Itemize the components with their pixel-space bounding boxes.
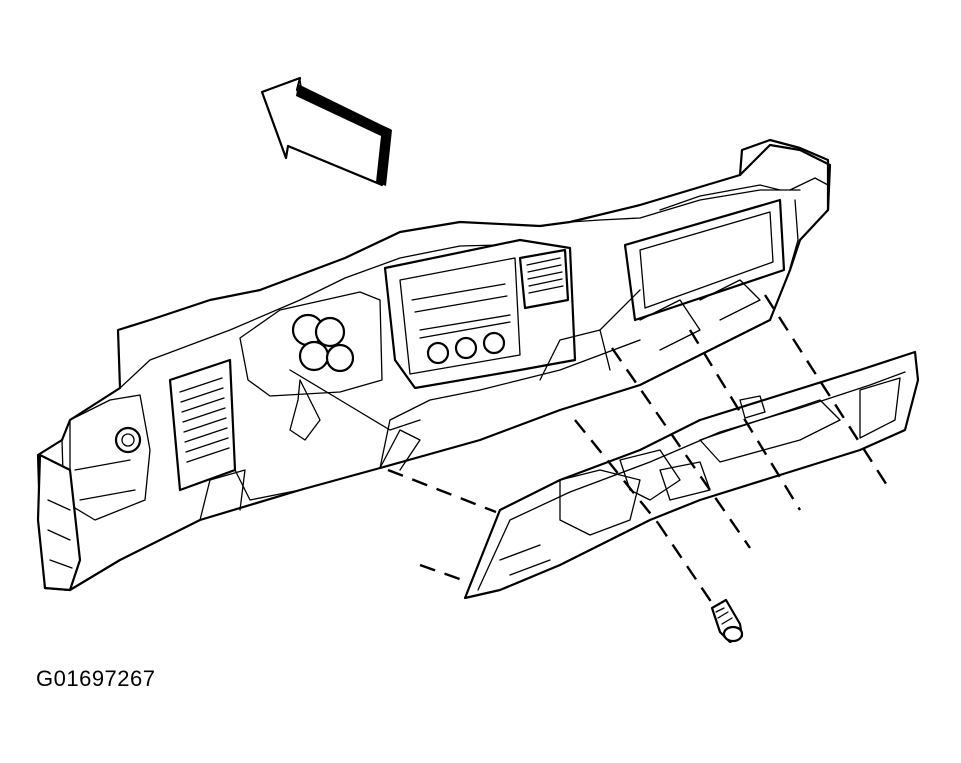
instrument-cluster [239, 291, 383, 397]
instrument-panel-carrier [36, 138, 832, 592]
knee-bolster-panel [463, 350, 920, 600]
front-direction-arrow-icon [260, 76, 392, 187]
headlamp-switch [114, 426, 142, 454]
hvac-knob-left [426, 341, 450, 365]
hvac-knob-center [454, 336, 478, 360]
bolt-icon [710, 598, 744, 644]
hvac-knob-right [482, 331, 506, 355]
figure-id-label: G01697267 [36, 666, 156, 691]
alignment-lines [387, 294, 892, 616]
